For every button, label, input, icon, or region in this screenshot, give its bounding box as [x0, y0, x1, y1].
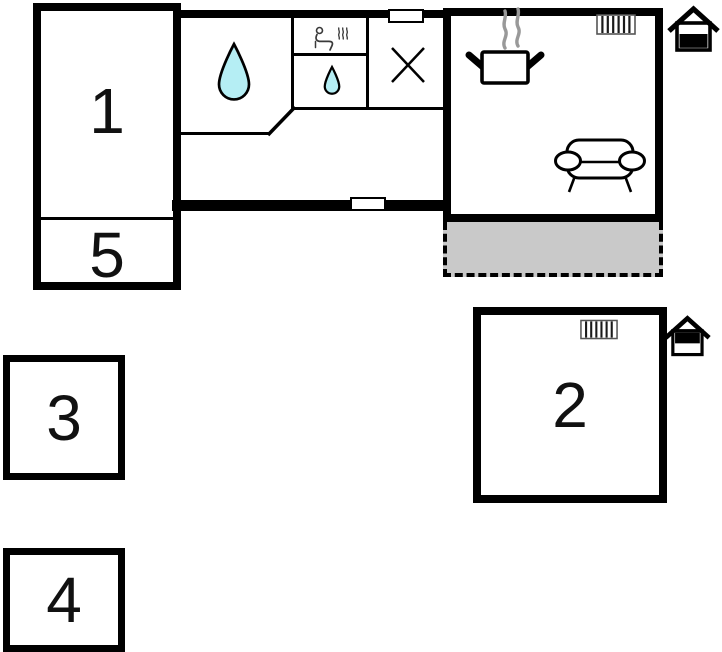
steam-icon: [515, 7, 521, 48]
steam-icon: [502, 9, 508, 50]
wall-hob-cell-left: [366, 14, 369, 110]
living-room-outline: [443, 8, 663, 222]
room-1-and-5-outline: [33, 3, 181, 290]
wall-bathroom-diagonal: [266, 105, 297, 137]
wall-cells-bottom: [291, 107, 447, 110]
sauna-shower-icon: [314, 26, 349, 51]
wall-bathroom-bottom: [178, 132, 270, 135]
house-entrance-room2-icon: [664, 315, 711, 357]
room-2-outline: [473, 307, 667, 503]
water-drop-large-icon: [217, 41, 251, 101]
room-3-outline: [3, 355, 125, 480]
wall-room1-room5-divider: [41, 217, 173, 220]
wall-shower-basin-divider: [291, 53, 369, 56]
radiator-icon: [596, 14, 636, 35]
hob-x-icon: [391, 47, 425, 83]
terrace-area: [443, 222, 663, 277]
room-4-outline: [3, 548, 125, 652]
house-entrance-top-icon: [667, 5, 720, 52]
cooking-pot-icon: [465, 7, 545, 85]
window-marker: [350, 197, 386, 211]
radiator-icon: [580, 319, 618, 340]
window-marker: [388, 9, 424, 23]
wall-hallway-bottom: [172, 200, 450, 211]
water-drop-small-icon: [323, 64, 341, 95]
wall-bathroom-right: [291, 14, 294, 110]
wall-kitchen-top: [175, 10, 447, 18]
sofa-icon: [554, 138, 646, 193]
